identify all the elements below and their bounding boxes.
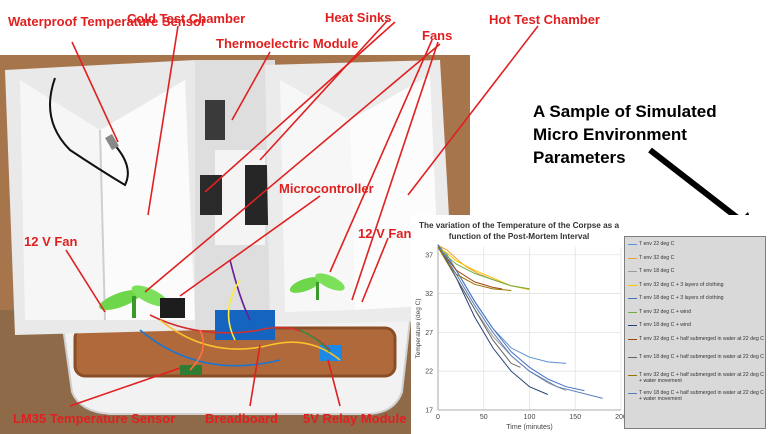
label-thermoelectric-module: Thermoelectric Module [216, 36, 359, 51]
sensor-cable [49, 77, 129, 187]
legend-label: T env 18 deg C + 3 layers of clothing [639, 295, 724, 301]
series-line [437, 246, 567, 392]
x-tick-label: 150 [569, 414, 581, 421]
label-microcontroller: Microcontroller [279, 181, 374, 196]
series-line [437, 246, 512, 291]
legend-swatch [628, 284, 637, 286]
sample-heading: A Sample of Simulated Micro Environment … [533, 102, 717, 167]
legend-label: T env 32 deg C [639, 254, 675, 261]
label-hot-chamber: Hot Test Chamber [489, 12, 600, 27]
x-tick-label: 0 [436, 414, 440, 421]
legend-swatch [628, 338, 637, 340]
y-tick-label: 37 [425, 252, 433, 259]
heat-sink-left [200, 175, 222, 215]
legend-entry: T env 22 deg C [628, 241, 764, 247]
legend-entry: T env 32 deg C [628, 255, 764, 261]
legend-entry: T env 18 deg C + half submerged in water… [628, 354, 764, 360]
label-relay-module: 5V Relay Module [303, 411, 407, 426]
legend-label: T env 18 deg C + half submerged in water… [639, 353, 764, 360]
legend-entry: T env 32 deg C + half submerged in water… [628, 372, 764, 384]
legend-label: T env 18 deg C + wind [639, 322, 691, 328]
legend-entry: T env 32 deg C + 3 layers of clothing [628, 282, 764, 288]
fan-left [99, 285, 169, 318]
series-line [437, 245, 603, 399]
x-axis-label: Time (minutes) [506, 424, 552, 431]
legend-swatch [628, 374, 637, 376]
wires [139, 259, 341, 371]
y-tick-label: 27 [425, 330, 433, 337]
label-breadboard: Breadboard [205, 411, 278, 426]
label-fan-left: 12 V Fan [24, 234, 78, 249]
legend-swatch [628, 356, 637, 358]
y-tick-label: 17 [425, 408, 433, 415]
legend-entry: T env 18 deg C + wind [628, 322, 764, 328]
legend-entry: T env 32 deg C + wind [628, 309, 764, 315]
x-tick-label: 200 [615, 414, 626, 421]
legend-swatch [628, 257, 637, 259]
series-line [437, 246, 530, 290]
chart-legend: T env 22 deg C T env 32 deg C T env 18 deg… [624, 236, 766, 429]
x-tick-label: 50 [480, 414, 488, 421]
cold-chamber-left-wall [20, 80, 105, 320]
legend-swatch [628, 271, 637, 272]
legend-label: T env 32 deg C + half submerged in water… [639, 371, 764, 384]
chart-title: The variation of the Temperature of the … [418, 221, 620, 241]
legend-label: T env 22 deg C [639, 241, 675, 247]
y-tick-label: 22 [425, 369, 433, 376]
leader-lines [65, 19, 539, 407]
legend-swatch [628, 325, 637, 326]
legend-swatch [628, 392, 637, 394]
pointer-arrow-shaft [648, 147, 750, 229]
label-heat-sinks: Heat Sinks [325, 10, 392, 25]
hot-chamber-left-wall [280, 80, 355, 312]
y-axis-label: Temperature (deg C) [415, 299, 422, 359]
y-tick-label: 32 [425, 291, 433, 298]
legend-swatch [628, 244, 637, 245]
waterproof-sensor-probe [105, 133, 119, 151]
cold-chamber-back-wall [100, 80, 195, 320]
legend-entry: T env 32 deg C + half submerged in water… [628, 336, 764, 342]
microcontroller-board [160, 298, 185, 318]
legend-entry: T env 18 deg C + 3 layers of clothing [628, 295, 764, 301]
legend-swatch [628, 311, 637, 313]
breadboard-board [215, 310, 275, 340]
legend-label: T env 18 deg C + half submerged in water… [639, 389, 764, 402]
label-waterproof-sensor: Waterproof Temperature Sensor [8, 14, 206, 29]
series-line [437, 246, 521, 368]
legend-label: T env 18 deg C [639, 268, 675, 274]
legend-label: T env 32 deg C + half submerged in water… [639, 335, 764, 342]
label-cold-chamber: Cold Test Chamber [127, 11, 246, 26]
legend-label: T env 32 deg C + 3 layers of clothing [639, 281, 724, 288]
heat-sink-right [245, 165, 270, 225]
label-fans: Fans [422, 28, 453, 43]
label-fan-right: 12 V Fan [358, 226, 412, 241]
legend-swatch [628, 298, 637, 299]
legend-entry: T env 18 deg C + half submerged in water… [628, 390, 764, 402]
label-lm35-sensor: LM35 Temperature Sensor [13, 411, 176, 426]
fan-right [289, 273, 345, 300]
legend-label: T env 32 deg C + wind [639, 308, 691, 315]
x-tick-label: 100 [524, 414, 536, 421]
legend-entry: T env 18 deg C [628, 268, 764, 274]
series-line [437, 245, 585, 392]
